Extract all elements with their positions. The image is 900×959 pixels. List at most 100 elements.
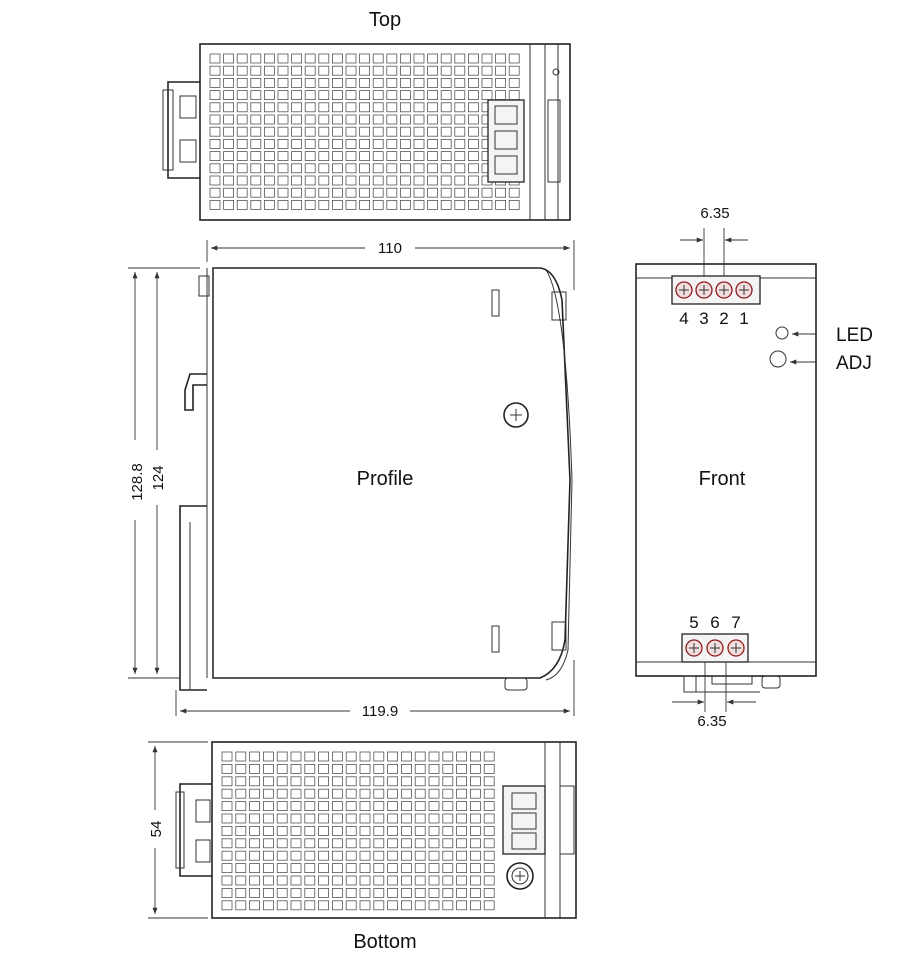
vent-slot xyxy=(400,838,412,849)
vent-slot xyxy=(221,764,233,774)
vent-slot xyxy=(345,114,357,125)
vent-slot xyxy=(221,776,233,787)
vent-slot xyxy=(304,199,316,210)
vent-slot xyxy=(399,53,411,64)
vent-slot xyxy=(345,163,357,174)
vent-slot xyxy=(318,801,330,811)
vent-slot xyxy=(387,813,399,824)
vent-slot xyxy=(456,838,468,849)
vent-slot xyxy=(399,65,411,76)
vent-slot xyxy=(209,65,221,76)
vent-slot xyxy=(508,65,520,76)
vent-slot xyxy=(467,126,479,137)
vent-slot xyxy=(331,850,343,861)
vent-slot xyxy=(221,900,233,911)
vent-slot xyxy=(209,78,221,88)
dim-profile-overall-height-text: 128.8 xyxy=(129,463,146,501)
vent-slot xyxy=(221,863,233,873)
vent-slot xyxy=(456,850,468,861)
led-indicator xyxy=(775,326,789,340)
vent-slot xyxy=(345,813,357,824)
vent-slot xyxy=(277,114,289,125)
vent-slot xyxy=(291,163,303,174)
vent-slot xyxy=(290,764,302,774)
vent-slot xyxy=(372,175,384,186)
vent-slot xyxy=(372,163,384,174)
vent-slot xyxy=(467,78,479,88)
vent-slot xyxy=(318,126,330,137)
vent-slot xyxy=(345,151,357,162)
dim-profile-overall-height: 128.8 xyxy=(128,267,200,679)
vent-slot xyxy=(277,126,289,137)
vent-slot xyxy=(291,199,303,210)
vent-slot xyxy=(290,875,302,886)
vent-slot xyxy=(454,187,466,198)
vent-slot xyxy=(263,163,275,174)
vent-slot xyxy=(236,114,248,125)
top-din-clip xyxy=(167,81,200,179)
vent-slot xyxy=(291,53,303,64)
vent-slot xyxy=(276,751,288,762)
vent-slot xyxy=(372,53,384,64)
vent-slot xyxy=(454,53,466,64)
vent-slot xyxy=(427,102,439,113)
vent-slot xyxy=(276,875,288,886)
vent-slot xyxy=(414,764,426,774)
vent-slot xyxy=(291,114,303,125)
vent-slot xyxy=(414,751,426,762)
vent-slot xyxy=(469,863,481,873)
vent-slot xyxy=(495,187,507,198)
vent-slot xyxy=(400,776,412,787)
vent-slot xyxy=(456,751,468,762)
vent-slot xyxy=(386,65,398,76)
vent-slot xyxy=(414,788,426,799)
vent-slot xyxy=(428,813,440,824)
vent-slot xyxy=(399,187,411,198)
bottom-view: 54 Bottom xyxy=(148,741,577,953)
vent-slot xyxy=(428,838,440,849)
vent-slot xyxy=(454,199,466,210)
vent-slot xyxy=(331,175,343,186)
vent-slot xyxy=(236,90,248,100)
vent-slot xyxy=(291,126,303,137)
vent-slot xyxy=(456,813,468,824)
vent-slot xyxy=(428,776,440,787)
vent-slot xyxy=(456,863,468,873)
vent-slot xyxy=(331,875,343,886)
vent-slot xyxy=(400,801,412,811)
vent-slot xyxy=(235,764,247,774)
vent-slot xyxy=(495,53,507,64)
top-vent-grid xyxy=(209,53,520,210)
vent-slot xyxy=(331,801,343,811)
vent-slot xyxy=(387,826,399,836)
vent-slot xyxy=(440,138,452,149)
vent-slot xyxy=(483,863,495,873)
vent-slot xyxy=(262,826,274,836)
vent-slot xyxy=(262,788,274,799)
vent-slot xyxy=(481,199,493,210)
vent-slot xyxy=(331,888,343,898)
vent-slot xyxy=(223,175,235,186)
vent-slot xyxy=(400,900,412,911)
vent-slot xyxy=(456,764,468,774)
vent-slot xyxy=(345,102,357,113)
vent-slot xyxy=(331,776,343,787)
vent-slot xyxy=(331,813,343,824)
vent-slot xyxy=(440,126,452,137)
vent-slot xyxy=(427,175,439,186)
vent-slot xyxy=(345,751,357,762)
vent-slot xyxy=(428,788,440,799)
vent-slot xyxy=(414,801,426,811)
vent-slot xyxy=(345,199,357,210)
vent-slot xyxy=(469,788,481,799)
vent-slot xyxy=(304,764,316,774)
front-bottom-terminal-screws xyxy=(685,639,745,657)
vent-slot xyxy=(440,65,452,76)
vent-slot xyxy=(400,850,412,861)
vent-slot xyxy=(440,187,452,198)
dim-front-top-pitch: 6.35 xyxy=(680,205,748,276)
vent-slot xyxy=(250,151,262,162)
vent-slot xyxy=(413,114,425,125)
vent-slot xyxy=(345,801,357,811)
